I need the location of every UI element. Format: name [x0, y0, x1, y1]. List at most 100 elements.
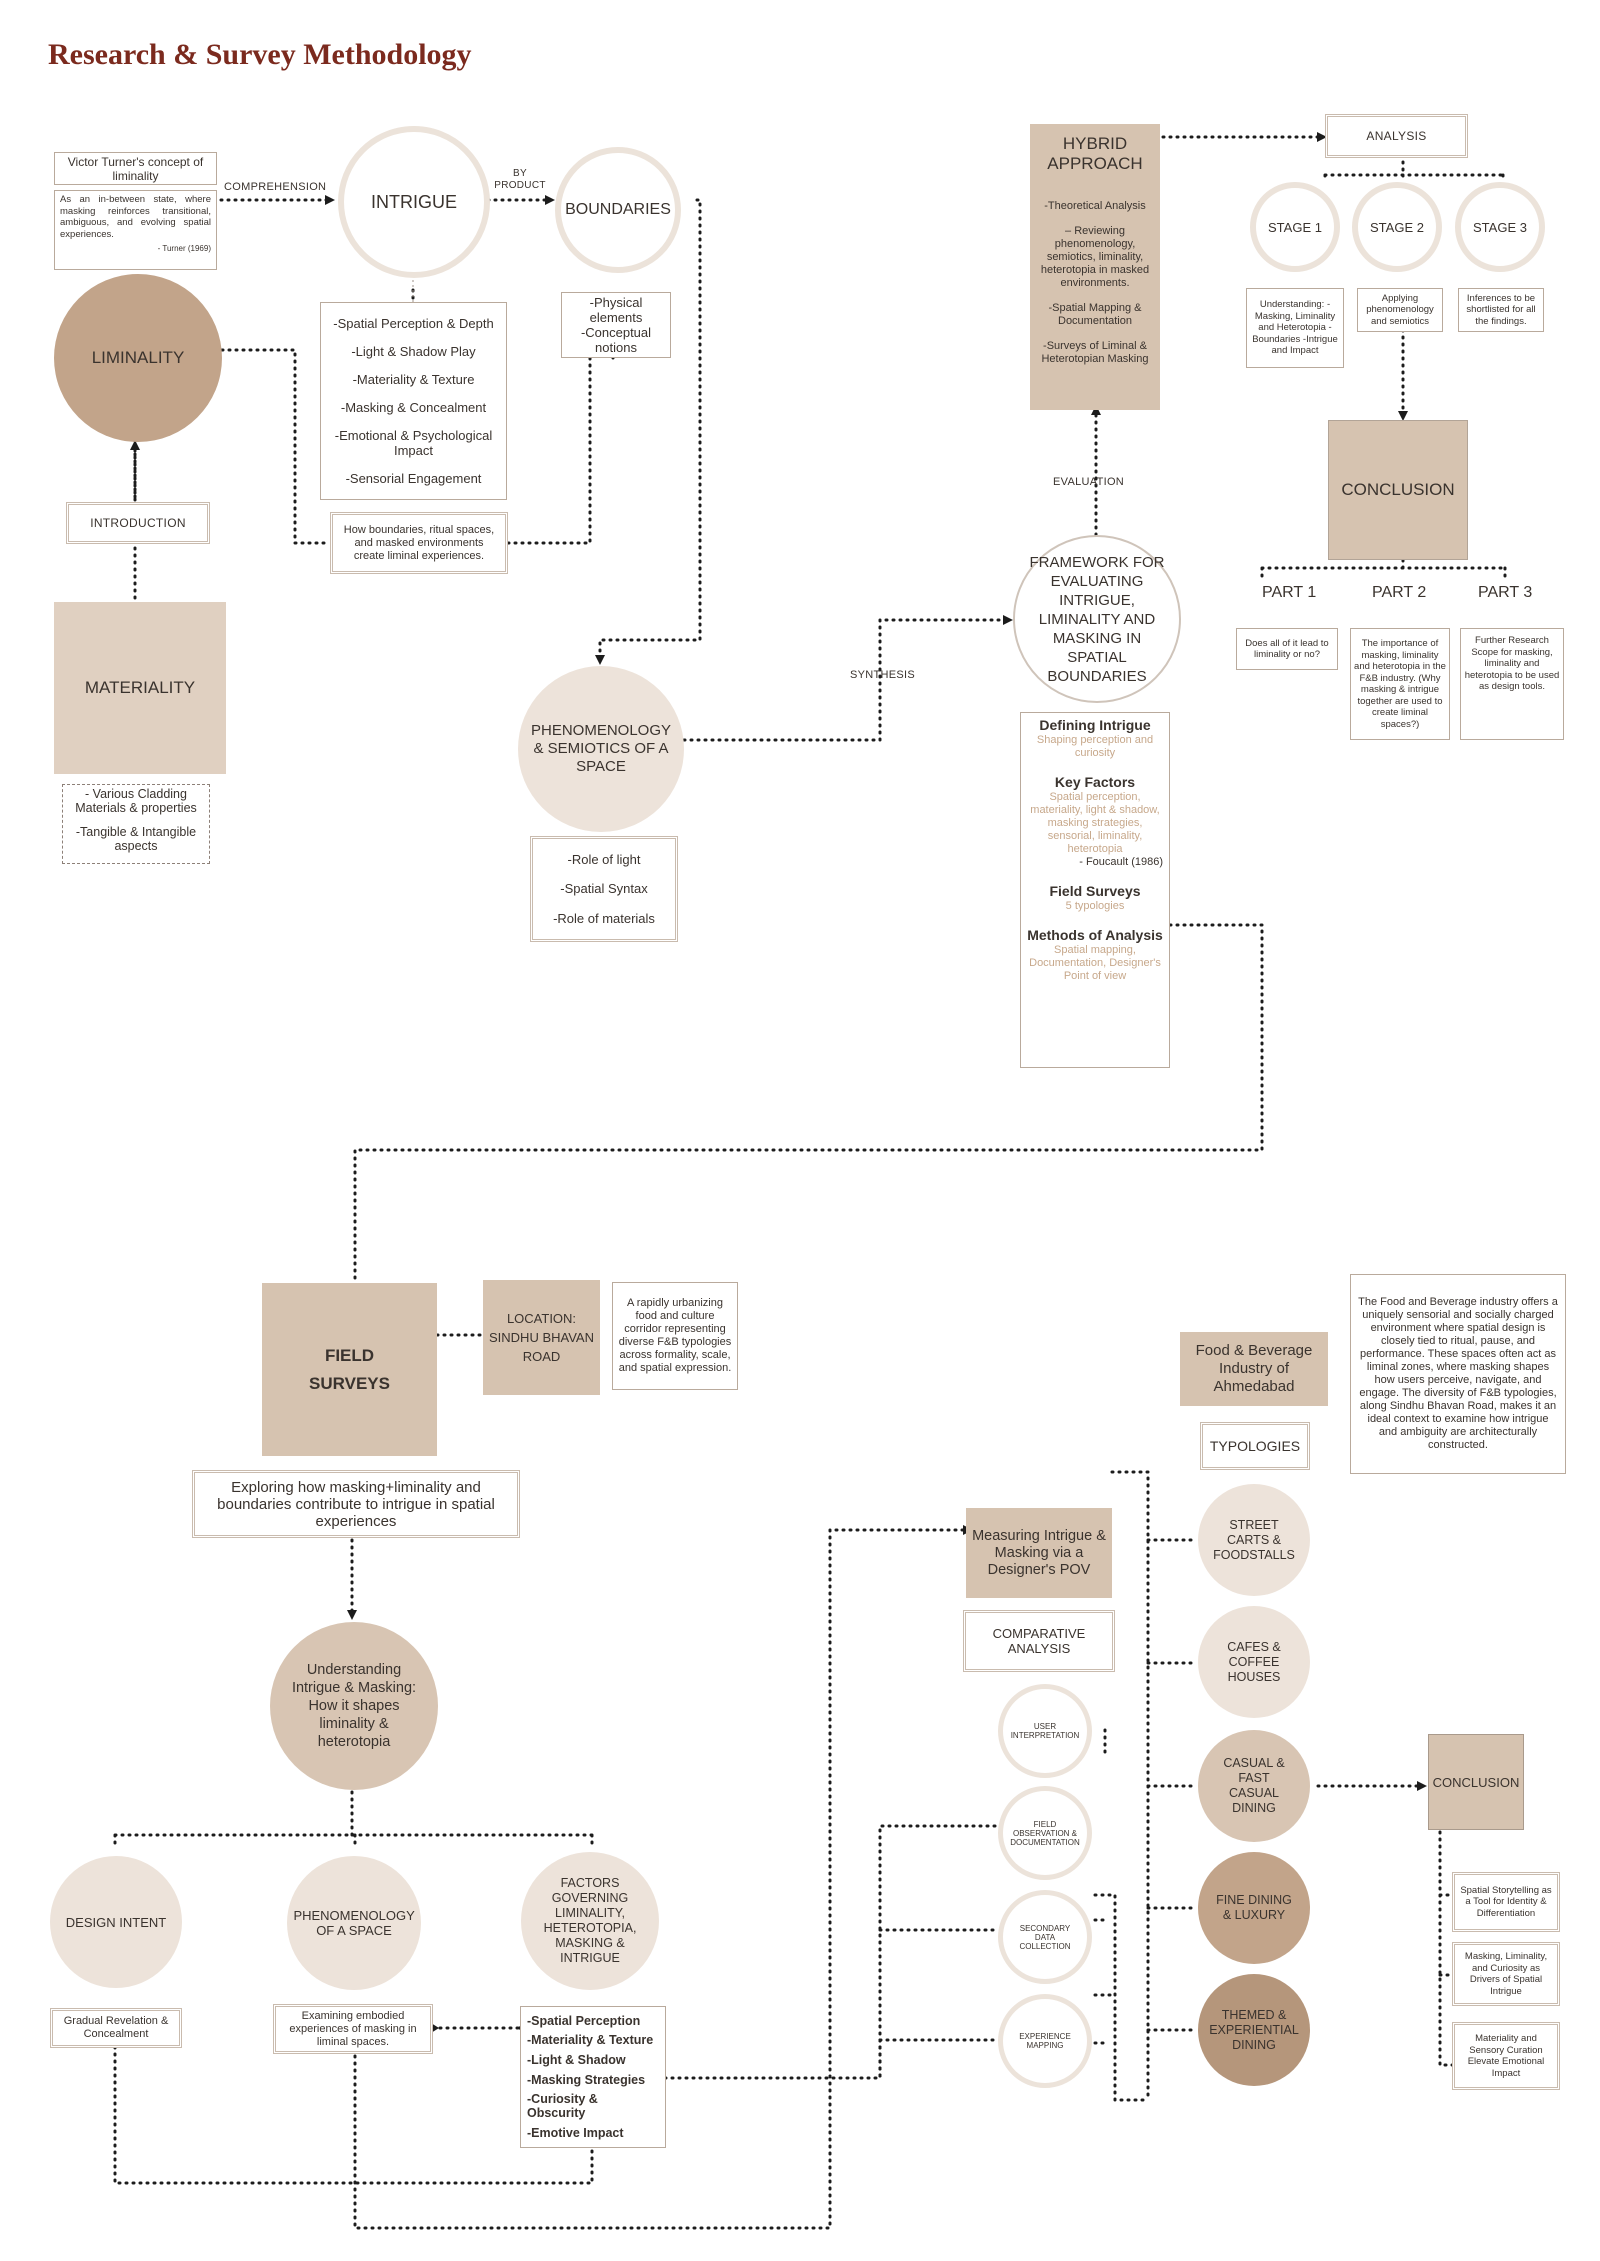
type-cafes: CAFES & COFFEE HOUSES — [1198, 1606, 1310, 1718]
intrigue-item: -Materiality & Texture — [352, 371, 475, 387]
factors-list: -Spatial Perception -Materiality & Textu… — [520, 2006, 666, 2148]
type-themed-dining: THEMED & EXPERIENTIAL DINING — [1198, 1974, 1310, 2086]
page-title: Research & Survey Methodology — [48, 38, 472, 71]
stage-1-desc: Understanding: -Masking, Liminality and … — [1246, 288, 1344, 368]
hybrid-approach-node: HYBRID APPROACH -Theoretical Analysis – … — [1030, 124, 1160, 410]
framework-heading: Defining Intrigue — [1039, 717, 1151, 733]
intrigue-item: -Sensorial Engagement — [345, 471, 482, 487]
part-1-desc: Does all of it lead to liminality or no? — [1236, 628, 1338, 670]
phenomenology-list: -Role of light -Spatial Syntax -Role of … — [530, 836, 678, 942]
part-2-desc: The importance of masking, liminality an… — [1350, 628, 1450, 740]
turner-cite: - Turner (1969) — [157, 244, 211, 253]
part-2-label: PART 2 — [1372, 584, 1427, 601]
conclusion-item: Spatial Storytelling as a Tool for Ident… — [1452, 1872, 1560, 1932]
factors-node: FACTORS GOVERNING LIMINALITY, HETEROTOPI… — [521, 1852, 659, 1990]
liminality-node: LIMINALITY — [54, 274, 222, 442]
intrigue-item: -Masking & Concealment — [340, 400, 487, 416]
framework-body: Spatial perception, materiality, light &… — [1030, 791, 1160, 855]
framework-details: Defining Intrigue Shaping perception and… — [1020, 712, 1170, 1068]
hybrid-item: -Theoretical Analysis — [1044, 200, 1146, 212]
intrigue-list: -Spatial Perception & Depth -Light & Sha… — [320, 302, 507, 500]
stage-3-desc: Inferences to be shortlisted for all the… — [1458, 288, 1544, 332]
stage-3-node: STAGE 3 — [1455, 182, 1545, 272]
hybrid-item: -Surveys of Liminal & Heterotopian Maski… — [1041, 340, 1149, 365]
turner-body: As an in-between state, where masking re… — [60, 194, 211, 240]
synthesis-label: SYNTHESIS — [850, 669, 916, 681]
fb-industry-desc: The Food and Beverage industry offers a … — [1350, 1274, 1566, 1474]
location-desc: A rapidly urbanizing food and culture co… — [612, 1282, 738, 1390]
boundaries-list: -Physical elements -Conceptual notions — [561, 292, 671, 358]
comprehension-label: COMPREHENSION — [224, 181, 327, 193]
materiality-list: - Various Cladding Materials & propertie… — [62, 784, 210, 864]
introduction-label: INTRODUCTION — [66, 502, 210, 544]
method-user-interpretation: USER INTERPRETATION — [998, 1684, 1092, 1778]
phenomenology-semiotics-node: PHENOMENOLOGY & SEMIOTICS OF A SPACE — [518, 666, 684, 832]
evaluation-label: EVALUATION — [1053, 476, 1125, 488]
factor-item: -Emotive Impact — [527, 2126, 624, 2141]
part-3-label: PART 3 — [1478, 584, 1533, 601]
understanding-node: Understanding Intrigue & Masking: How it… — [270, 1622, 438, 1790]
comparative-analysis-label: COMPARATIVE ANALYSIS — [963, 1610, 1115, 1672]
stage-2-node: STAGE 2 — [1352, 182, 1442, 272]
hybrid-item: – Reviewing phenomenology, semiotics, li… — [1040, 225, 1150, 289]
typologies-label: TYPOLOGIES — [1200, 1422, 1310, 1470]
intrigue-item: -Spatial Perception & Depth — [333, 315, 494, 331]
phenomenology-item: -Spatial Syntax — [560, 881, 648, 897]
type-street-carts: STREET CARTS & FOODSTALLS — [1198, 1484, 1310, 1596]
by-product-label: BY PRODUCT — [494, 168, 546, 191]
boundaries-item: -Physical elements — [589, 295, 643, 325]
framework-body: Shaping perception and curiosity — [1036, 734, 1154, 759]
conclusion-node: CONCLUSION — [1328, 420, 1468, 560]
boundaries-node: BOUNDARIES — [555, 147, 681, 273]
type-fine-dining: FINE DINING & LUXURY — [1198, 1852, 1310, 1964]
intrigue-item: -Emotional & Psychological Impact — [334, 428, 493, 459]
exploring-note: Exploring how masking+liminality and bou… — [192, 1470, 520, 1538]
factor-item: -Spatial Perception — [527, 2013, 641, 2028]
materiality-item: - Various Cladding Materials & propertie… — [75, 787, 197, 815]
method-field-observation: FIELD OBSERVATION & DOCUMENTATION — [998, 1786, 1092, 1880]
how-boundaries-note: How boundaries, ritual spaces, and maske… — [330, 512, 508, 574]
factor-item: -Light & Shadow — [527, 2053, 626, 2068]
conclusion-item: Masking, Liminality, and Curiosity as Dr… — [1452, 1942, 1560, 2006]
conclusion-item: Materiality and Sensory Curation Elevate… — [1452, 2022, 1560, 2090]
method-secondary-data: SECONDARY DATA COLLECTION — [998, 1890, 1092, 1984]
design-intent-node: DESIGN INTENT — [50, 1856, 182, 1988]
factor-item: -Masking Strategies — [527, 2072, 646, 2087]
stage-2-desc: Applying phenomenology and semiotics — [1357, 288, 1443, 332]
stage-1-node: STAGE 1 — [1250, 182, 1340, 272]
boundaries-item: -Conceptual notions — [580, 325, 652, 355]
conclusion-bottom-node: CONCLUSION — [1428, 1734, 1524, 1830]
measuring-node: Measuring Intrigue & Masking via a Desig… — [966, 1508, 1112, 1598]
analysis-node: ANALYSIS — [1325, 114, 1468, 158]
phenomenology-space-node: PHENOMENOLOGY OF A SPACE — [287, 1856, 421, 1990]
turner-note: As an in-between state, where masking re… — [54, 190, 217, 270]
type-casual-dining: CASUAL & FAST CASUAL DINING — [1198, 1730, 1310, 1842]
turner-heading: Victor Turner's concept of liminality — [54, 152, 217, 185]
part-3-desc: Further Research Scope for masking, limi… — [1460, 628, 1564, 740]
framework-cite: - Foucault (1986) — [1079, 856, 1163, 868]
hybrid-item: -Spatial Mapping & Documentation — [1048, 302, 1142, 327]
framework-body: Spatial mapping, Documentation, Designer… — [1029, 944, 1161, 982]
method-experience-mapping: EXPERIENCE MAPPING — [998, 1994, 1092, 2088]
fb-industry-node: Food & Beverage Industry of Ahmedabad — [1180, 1332, 1328, 1406]
intrigue-item: -Light & Shadow Play — [351, 343, 476, 359]
field-surveys-node: FIELD SURVEYS — [262, 1283, 437, 1456]
intrigue-node: INTRIGUE — [338, 126, 490, 278]
materiality-item: -Tangible & Intangible aspects — [75, 825, 197, 853]
phenomenology-item: -Role of materials — [553, 910, 655, 926]
phenomenology-item: -Role of light — [567, 852, 641, 868]
part-1-label: PART 1 — [1262, 584, 1317, 601]
phenomenology-space-desc: Examining embodied experiences of maskin… — [273, 2004, 433, 2054]
factor-item: -Materiality & Texture — [527, 2033, 654, 2048]
framework-heading: Field Surveys — [1049, 883, 1141, 899]
location-node: LOCATION: SINDHU BHAVAN ROAD — [483, 1280, 600, 1395]
framework-body: 5 typologies — [1065, 900, 1125, 912]
framework-heading: Key Factors — [1054, 774, 1136, 790]
framework-heading: Methods of Analysis — [1027, 927, 1163, 943]
hybrid-title: HYBRID APPROACH — [1047, 134, 1143, 173]
framework-node: FRAMEWORK FOR EVALUATING INTRIGUE, LIMIN… — [1013, 535, 1181, 703]
factor-item: -Curiosity & Obscurity — [527, 2092, 598, 2121]
design-intent-desc: Gradual Revelation & Concealment — [50, 2008, 182, 2048]
